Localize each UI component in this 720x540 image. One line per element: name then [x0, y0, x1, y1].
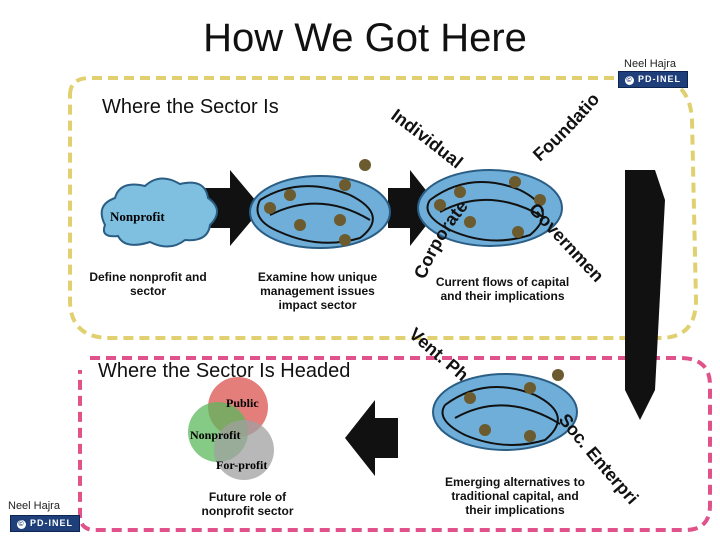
nonprofit-cloud-shape	[100, 177, 218, 248]
flow-arrow-1	[205, 170, 262, 246]
slide-title: How We Got Here	[203, 16, 527, 60]
author-name-bottom: Neel Hajra	[8, 500, 60, 512]
copyright-icon: ©	[17, 520, 26, 529]
flow-arrow-3	[345, 400, 398, 476]
venn-forprofit-circle	[214, 420, 274, 480]
badge-label: PD-INEL	[30, 518, 73, 528]
caption-current: Current flows of capital and their impli…	[435, 275, 570, 303]
flow-arrow-down	[625, 170, 665, 420]
venn-label-forprofit: For-profit	[216, 458, 268, 472]
section-label-current: Where the Sector Is	[102, 96, 279, 118]
badge-label: PD-INEL	[638, 74, 681, 84]
author-name-top: Neel Hajra	[624, 58, 676, 70]
top-section-frame	[68, 76, 699, 340]
caption-examine: Examine how unique management issues imp…	[257, 270, 378, 312]
label-individual: Individual	[388, 105, 467, 172]
nonprofit-cloud-label: Nonprofit	[110, 209, 165, 224]
caption-emerging: Emerging alternatives to traditional cap…	[444, 475, 586, 517]
network-cloud-3	[432, 369, 578, 451]
copyright-icon: ©	[625, 76, 634, 85]
section-label-future: Where the Sector Is Headed	[98, 360, 351, 382]
pd-inel-badge-bottom: © PD-INEL	[10, 515, 80, 532]
network-cloud-2	[359, 159, 563, 247]
pd-inel-badge-top: © PD-INEL	[618, 71, 688, 88]
venn-label-public: Public	[226, 396, 259, 410]
network-cloud-1	[249, 175, 391, 249]
caption-define: Define nonprofit and sector	[89, 270, 207, 298]
flow-arrow-2	[388, 170, 440, 246]
bottom-section-frame	[78, 356, 712, 532]
caption-future: Future role of nonprofit sector	[201, 490, 294, 518]
venn-label-nonprofit: Nonprofit	[190, 428, 241, 442]
